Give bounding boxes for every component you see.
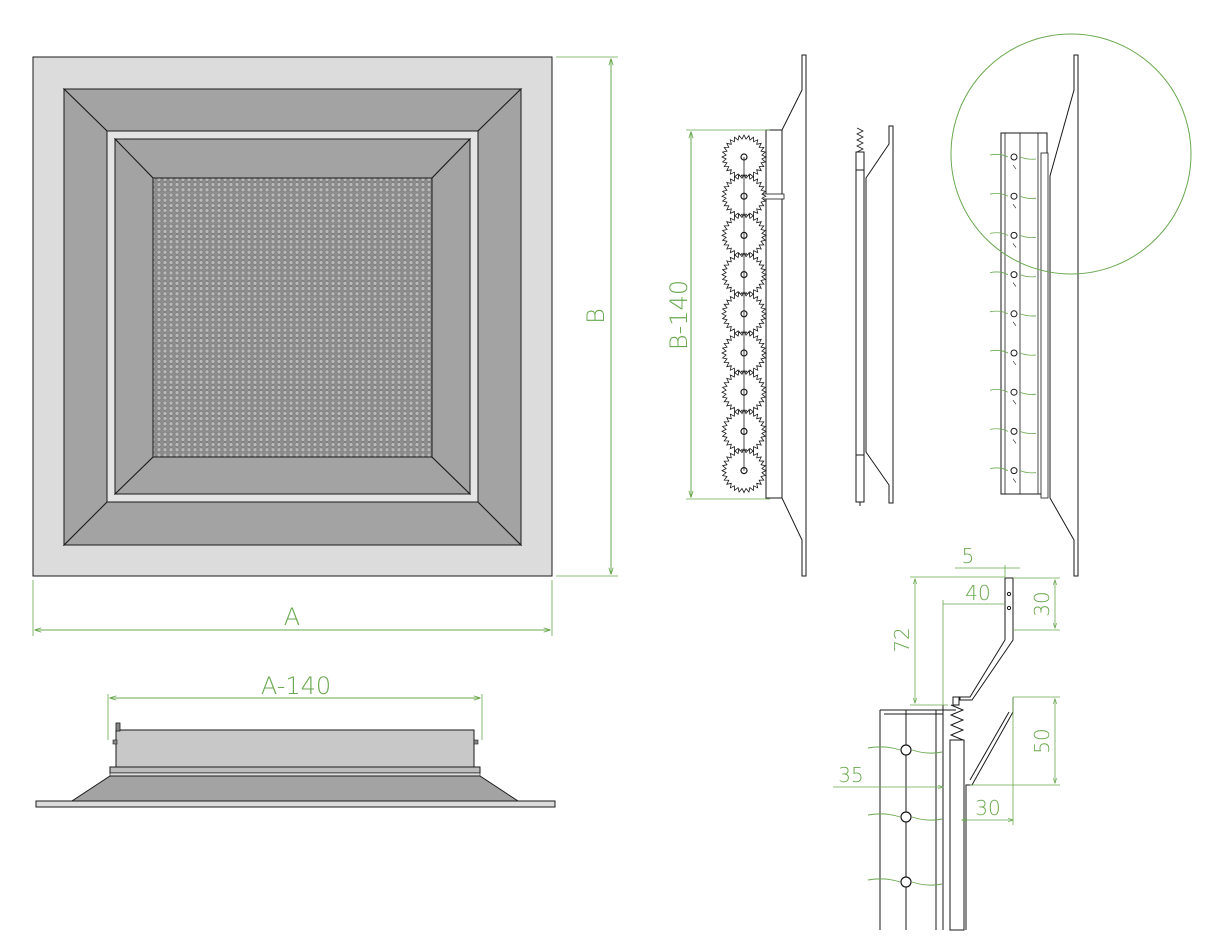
louver-link	[1012, 164, 1017, 170]
detail-louver-blade	[911, 816, 943, 821]
detail-louver-blade	[911, 749, 943, 754]
right-section-view	[950, 33, 1192, 577]
detail-spring	[949, 704, 965, 741]
louver-pivot	[1010, 271, 1018, 279]
side-section-view: B-140	[665, 54, 807, 577]
section-flange	[765, 54, 807, 577]
louver-pivot	[1010, 231, 1018, 239]
bottom-view: A-140	[35, 672, 556, 808]
louver-link	[1012, 282, 1017, 287]
louver-link	[1012, 321, 1017, 326]
detail-rivet-1	[1006, 591, 1012, 597]
louver-blade	[1019, 391, 1037, 395]
louver-link	[1012, 439, 1017, 444]
detail-louver-pivot	[900, 811, 912, 823]
dim-35-label: 35	[838, 763, 863, 787]
detail-callout-circle	[950, 33, 1192, 275]
bottom-rail	[109, 766, 481, 774]
louver-blade	[989, 153, 1009, 158]
louver-pivot	[1010, 388, 1018, 396]
louver-blade	[989, 428, 1009, 432]
louver-link	[1012, 478, 1017, 483]
louver-link	[1012, 204, 1017, 209]
detail-rod	[949, 739, 965, 931]
gear-stack	[721, 134, 767, 494]
louver-blade	[1019, 313, 1037, 317]
louver-pivot	[1010, 467, 1018, 475]
dim-30-bottom-label: 30	[975, 796, 1000, 820]
dim-30-top-label: 30	[1030, 591, 1054, 616]
louver-blade	[1019, 431, 1037, 435]
inner-bevel-left	[114, 137, 154, 496]
bottom-flange-bevel	[70, 775, 520, 802]
louver-blade	[1019, 352, 1037, 356]
detail-rivet-2	[1006, 605, 1012, 611]
louver-link	[1012, 360, 1017, 366]
dim-5-label: 5	[962, 544, 975, 568]
louver-blade	[1019, 235, 1037, 239]
inner-bevel-bottom	[113, 456, 472, 495]
outer-bevel-bottom	[62, 501, 523, 546]
louver-blade	[989, 193, 1009, 197]
bottom-flange	[35, 800, 556, 808]
front-view: A B	[32, 56, 618, 636]
middle-spring	[856, 127, 864, 153]
outer-bevel-right	[477, 87, 522, 547]
dim-b-label: B	[582, 308, 610, 324]
middle-rod	[855, 151, 865, 503]
louver-pivot	[1010, 310, 1018, 318]
louver-blade	[1019, 470, 1037, 474]
right-flange	[1049, 54, 1079, 577]
inner-bevel-top	[113, 138, 472, 179]
dim-50-label: 50	[1030, 728, 1054, 753]
middle-flange	[865, 125, 894, 504]
perforated-face	[152, 177, 433, 458]
bottom-clip-left	[115, 722, 121, 732]
detail-louver-pivot	[900, 744, 912, 756]
detail-spring-cap	[952, 696, 960, 706]
louver-pivot	[1010, 349, 1018, 357]
dim-b140-label: B-140	[665, 280, 693, 350]
dim-a-label: A	[284, 603, 300, 631]
outer-bevel-left	[63, 87, 108, 547]
dim-40-label: 40	[965, 581, 990, 605]
dim-a140-label: A-140	[261, 672, 331, 700]
louver-link	[1012, 400, 1017, 405]
bottom-clip-tab-left	[112, 739, 118, 745]
louver-pivot	[1010, 192, 1018, 200]
louver-link	[1012, 243, 1017, 248]
louver-blade	[1019, 274, 1037, 278]
detail-view: 5 72 40 30 50 35 30	[833, 544, 1060, 931]
louver-blade	[989, 467, 1009, 471]
louver-blade	[989, 310, 1009, 315]
louver-pivot	[1010, 153, 1018, 161]
detail-lower-flange-2	[969, 711, 1010, 781]
louver-pivot	[1010, 427, 1018, 435]
louver-blade	[989, 389, 1009, 393]
louver-stack	[989, 153, 1037, 483]
right-rod	[1040, 152, 1049, 499]
detail-louvers	[867, 744, 943, 888]
detail-top-flange	[959, 577, 1014, 701]
detail-louver-blade	[867, 746, 901, 751]
louver-blade	[1019, 156, 1037, 160]
detail-louver-blade	[867, 878, 901, 883]
dim-72-label: 72	[890, 627, 914, 652]
inner-bevel-right	[431, 137, 471, 496]
bottom-body	[115, 729, 475, 768]
detail-louver-pivot	[900, 876, 912, 888]
middle-section-view	[855, 125, 894, 506]
louver-blade	[989, 232, 1009, 236]
louver-blade	[989, 271, 1009, 275]
louver-blade	[1019, 195, 1037, 199]
detail-louver-blade	[867, 813, 901, 818]
outer-bevel-top	[62, 88, 523, 132]
detail-louver-blade	[911, 881, 943, 886]
louver-blade	[989, 349, 1009, 354]
bottom-clip-tab-right	[473, 739, 479, 745]
